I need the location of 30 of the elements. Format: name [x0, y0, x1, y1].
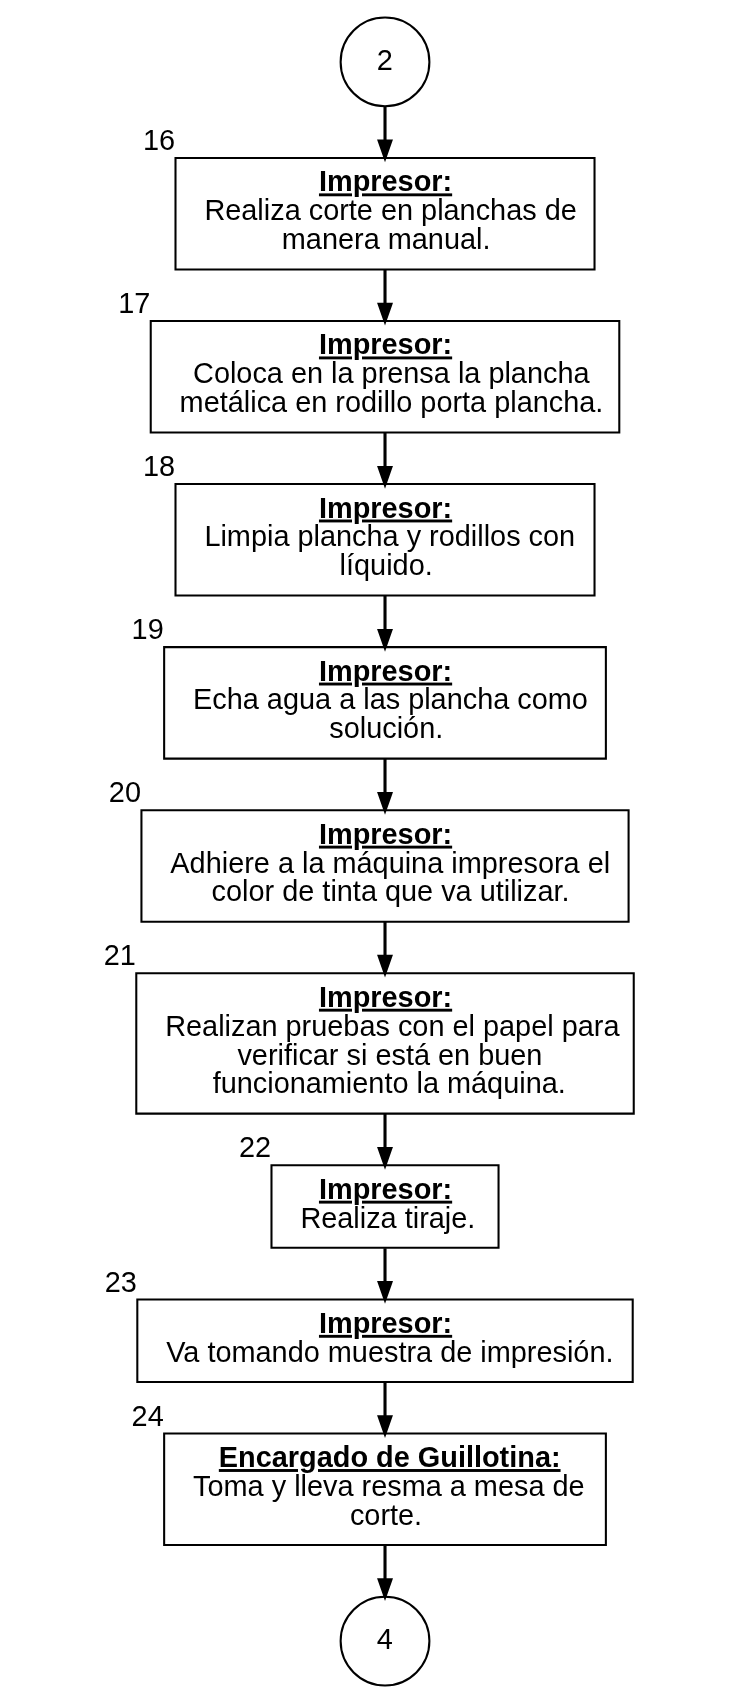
- arrow: [377, 432, 393, 489]
- node-label: 16: [142, 124, 176, 157]
- node-circle: 4: [339, 1595, 431, 1687]
- node-box: Impresor: Adhiere a la máquina impresora el color de tinta que va utilizar.: [140, 809, 630, 923]
- node-label: 17: [118, 287, 151, 320]
- arrow: [377, 1382, 393, 1438]
- arrow: [377, 921, 393, 978]
- node-label: 24: [131, 1399, 164, 1432]
- arrow: [377, 758, 393, 815]
- node-label: 23: [104, 1265, 137, 1298]
- node-circle: 2: [339, 16, 431, 108]
- node-label: 19: [131, 613, 164, 646]
- node-box: Impresor: Coloca en la prensa la plancha metálica en rodillo porta plancha.: [149, 320, 621, 434]
- arrow: [377, 1248, 393, 1304]
- node-box: Encargado de Guillotina: Toma y lleva resma a mesa de corte.: [163, 1432, 607, 1547]
- arrow: [377, 1545, 393, 1602]
- arrow: [377, 269, 393, 326]
- arrow: [377, 595, 393, 652]
- node-box: Impresor: Realizan pruebas con el papel para verificar si está en buen funcionamiento la máquina.: [135, 972, 635, 1115]
- node-box: Impresor: Limpia plancha y rodillos con líquido.: [174, 483, 596, 597]
- node-box: Impresor: Realiza corte en planchas de manera manual.: [174, 156, 596, 271]
- node-label: 20: [108, 776, 141, 809]
- node-label: 21: [103, 939, 136, 972]
- arrow: [377, 106, 393, 163]
- node-box: Impresor: Va tomando muestra de impresión.: [136, 1298, 634, 1383]
- arrow: [377, 1113, 393, 1170]
- node-box: Impresor: Echa agua a las plancha como solución.: [163, 646, 607, 760]
- node-label: 18: [142, 450, 176, 483]
- node-label: 22: [238, 1131, 272, 1164]
- node-box: Impresor: Realiza tiraje.: [270, 1164, 500, 1249]
